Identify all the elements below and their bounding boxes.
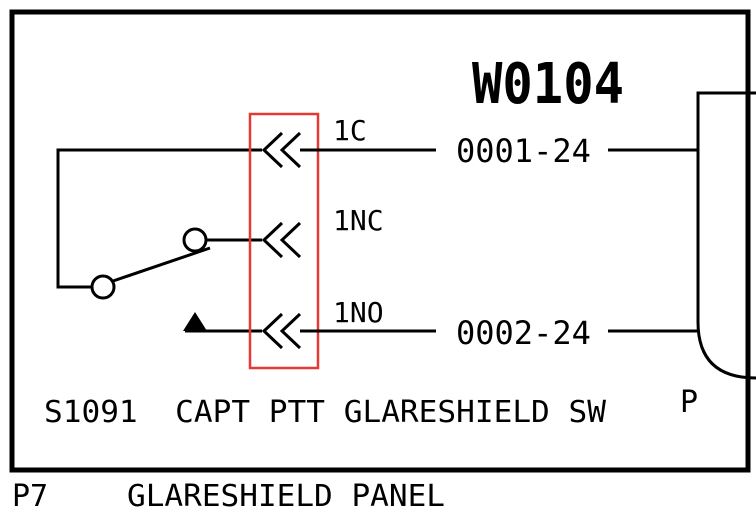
pin-1c-chevron bbox=[261, 131, 302, 169]
pin-label-1no: 1NO bbox=[333, 296, 384, 329]
pin-1nc-chevron bbox=[261, 221, 302, 259]
pin-label-1nc: 1NC bbox=[333, 204, 384, 237]
panel-ref: P7 bbox=[12, 479, 48, 514]
switch-common-wire bbox=[56, 148, 262, 289]
switch-blade bbox=[112, 246, 211, 283]
switch-common-contact bbox=[90, 274, 116, 300]
plug-label: P bbox=[680, 385, 698, 420]
switch-label: S1091 CAPT PTT GLARESHIELD SW bbox=[44, 395, 607, 430]
connector-highlight-box bbox=[248, 112, 320, 370]
wire-number-1: 0001-24 bbox=[456, 132, 591, 170]
switch-no-contact-triangle bbox=[183, 312, 207, 331]
panel-frame bbox=[9, 9, 751, 473]
wire-number-2: 0002-24 bbox=[456, 314, 591, 352]
plug-symbol bbox=[696, 91, 756, 380]
harness-id: W0104 bbox=[472, 52, 624, 117]
panel-label: GLARESHIELD PANEL bbox=[127, 479, 445, 514]
pin-1no-chevron bbox=[261, 312, 302, 350]
switch-nc-contact bbox=[182, 227, 208, 253]
pin-label-1c: 1C bbox=[333, 114, 367, 147]
